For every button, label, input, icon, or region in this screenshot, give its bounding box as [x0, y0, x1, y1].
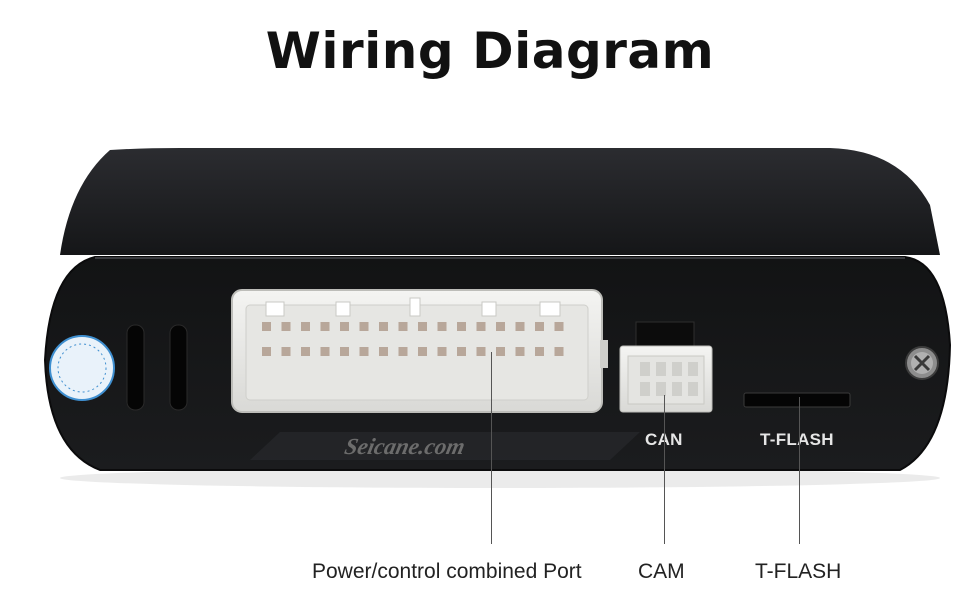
connector-pin	[476, 322, 486, 331]
watermark-text: Seicane.com	[342, 434, 468, 459]
power-port-callout: Power/control combined Port	[312, 560, 582, 583]
connector-pin	[340, 347, 349, 356]
connector-pin	[320, 347, 330, 356]
connector-pin	[262, 347, 271, 356]
connector-pin	[359, 322, 369, 331]
reflection-band	[250, 432, 640, 460]
tflash-callout: T-FLASH	[755, 560, 842, 583]
screw-icon	[905, 346, 939, 380]
connector-pin	[496, 347, 505, 356]
tflash-face-label: T-FLASH	[760, 430, 834, 449]
connector-pin	[476, 347, 486, 356]
connector-pin	[535, 347, 544, 356]
leader-line-cam	[664, 395, 665, 544]
leader-line-tflash	[799, 397, 800, 544]
connector-pin	[418, 347, 427, 356]
connector-pin	[281, 347, 291, 356]
connector-pin	[301, 347, 310, 356]
connector-pin	[535, 322, 544, 331]
vent-slot	[126, 324, 145, 411]
connector-pin	[437, 322, 447, 331]
connector-pin	[457, 347, 466, 356]
connector-pin	[340, 322, 349, 331]
connector-pin	[554, 347, 564, 356]
cam-callout: CAM	[638, 560, 685, 583]
connector-pin	[398, 347, 408, 356]
diagram-title: Wiring Diagram	[265, 22, 715, 80]
leader-line-power	[491, 352, 492, 544]
connector-pin	[515, 347, 525, 356]
connector-pin	[359, 347, 369, 356]
device-top-housing	[60, 148, 940, 255]
connector-pin	[379, 322, 388, 331]
connector-pin	[379, 347, 388, 356]
qc-sticker	[49, 335, 115, 401]
device-shadow	[60, 468, 940, 488]
connector-pin	[457, 322, 466, 331]
connector-pin	[515, 322, 525, 331]
can-face-label: CAN	[645, 430, 683, 449]
connector-pin	[398, 322, 408, 331]
connector-pin	[496, 322, 505, 331]
connector-pin	[437, 347, 447, 356]
connector-pin	[418, 322, 427, 331]
port-pin-row	[262, 322, 564, 331]
connector-pin	[301, 322, 310, 331]
connector-pin	[262, 322, 271, 331]
connector-pin	[281, 322, 291, 331]
connector-pin	[554, 322, 564, 331]
port-pin-row	[262, 347, 564, 356]
can-connector	[619, 321, 713, 413]
vent-slot	[169, 324, 188, 411]
connector-pin	[320, 322, 330, 331]
tflash-slot	[743, 392, 851, 408]
